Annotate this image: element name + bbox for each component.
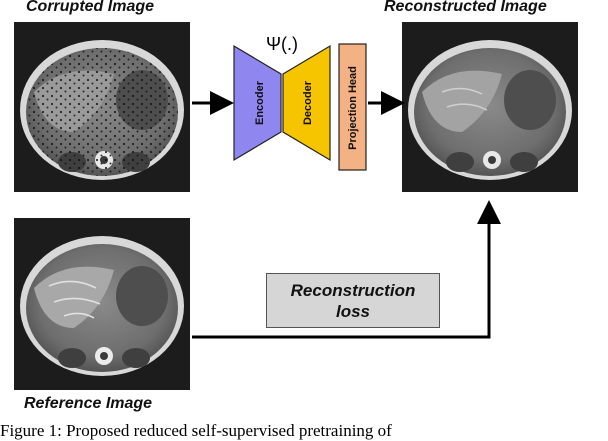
psi-label: Ψ(.)	[266, 34, 298, 54]
loss-label-line2: loss	[335, 301, 371, 321]
encoder-block	[233, 44, 282, 162]
projection-head-label: Projection Head	[347, 66, 359, 150]
reconstructed-mri-image	[402, 22, 578, 192]
reconstruction-loss-box: Reconstruction loss	[266, 273, 440, 328]
projection-head-block	[338, 43, 367, 171]
decoder-label: Decoder	[302, 80, 314, 125]
corrupted-image-title: Corrupted Image	[26, 0, 155, 15]
reference-mri-image	[14, 218, 190, 390]
encoder-label: Encoder	[254, 80, 266, 125]
reference-image-title: Reference Image	[24, 395, 153, 412]
loss-label-line1: Reconstruction	[290, 280, 416, 300]
figure-caption: Figure 1: Proposed reduced self-supervis…	[0, 421, 392, 440]
arrow-loss-path	[192, 200, 501, 339]
reconstructed-image-title: Reconstructed Image	[384, 0, 547, 15]
corrupted-mri-image	[14, 22, 190, 192]
decoder-block	[282, 44, 331, 162]
